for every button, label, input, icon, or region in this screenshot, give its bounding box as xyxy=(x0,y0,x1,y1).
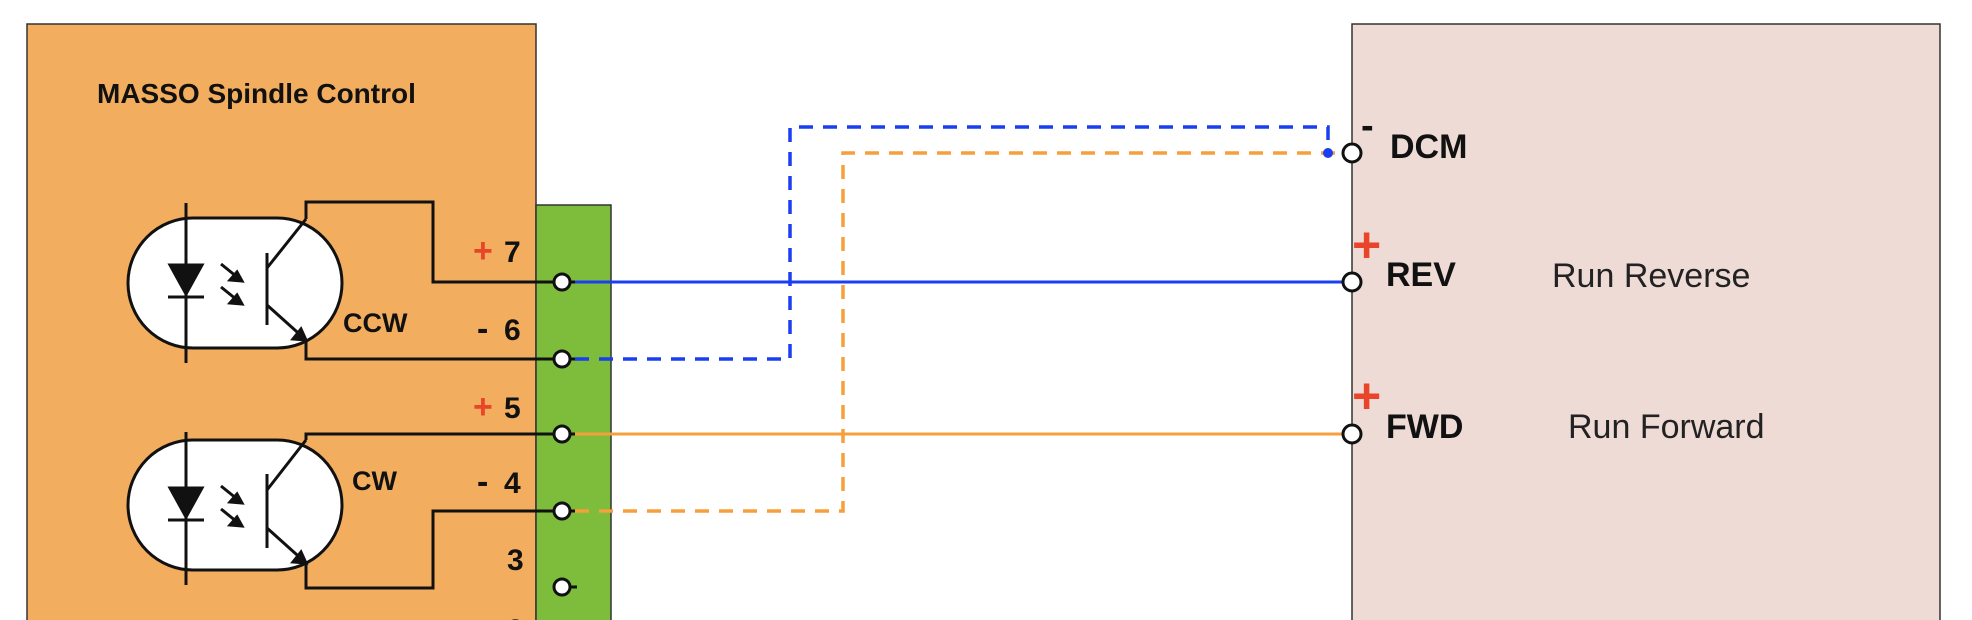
svg-text:+: + xyxy=(473,388,493,426)
drive-terminal-dcm: - DCM xyxy=(1361,105,1467,166)
terminal-4: - 4 xyxy=(477,463,521,501)
svg-text:+: + xyxy=(1352,217,1381,273)
optocoupler-cw-icon xyxy=(126,432,560,590)
svg-text:6: 6 xyxy=(504,314,521,347)
terminal-connection-points xyxy=(552,272,577,597)
wire-dcm-blue-dashed xyxy=(575,125,1330,361)
terminal-7: + 7 xyxy=(473,232,521,270)
svg-text:DCM: DCM xyxy=(1390,128,1467,166)
svg-text:+: + xyxy=(473,232,493,270)
svg-text:-: - xyxy=(1361,105,1374,147)
cw-label: CW xyxy=(352,466,397,496)
masso-controller-title: MASSO Spindle Control xyxy=(97,78,416,109)
svg-text:Run Forward: Run Forward xyxy=(1568,408,1765,446)
optocoupler-ccw-icon xyxy=(126,200,560,363)
ccw-label: CCW xyxy=(343,308,408,338)
wire-dcm-orange-dashed xyxy=(575,151,1342,513)
svg-text:-: - xyxy=(477,463,488,501)
dcm-junction-dot xyxy=(1323,148,1333,158)
drive-box xyxy=(1351,23,1941,620)
svg-text:Run Reverse: Run Reverse xyxy=(1552,257,1750,295)
drive-terminal-fwd: + FWD Run Forward xyxy=(1352,368,1765,446)
svg-text:FWD: FWD xyxy=(1386,408,1463,446)
terminal-5: + 5 xyxy=(473,388,521,426)
svg-text:5: 5 xyxy=(504,392,521,425)
terminal-6: - 6 xyxy=(477,310,521,348)
svg-text:-: - xyxy=(477,310,488,348)
svg-text:3: 3 xyxy=(507,544,524,577)
svg-text:7: 7 xyxy=(504,236,521,269)
terminal-block xyxy=(535,204,612,620)
svg-text:4: 4 xyxy=(504,467,521,500)
svg-text:REV: REV xyxy=(1386,256,1456,294)
svg-text:+: + xyxy=(1352,368,1381,424)
terminal-2: 2 xyxy=(507,614,524,620)
svg-text:2: 2 xyxy=(507,614,524,620)
terminal-3: 3 xyxy=(507,544,524,577)
drive-terminal-rev: + REV Run Reverse xyxy=(1352,217,1750,295)
drive-connection-points xyxy=(1341,142,1363,445)
